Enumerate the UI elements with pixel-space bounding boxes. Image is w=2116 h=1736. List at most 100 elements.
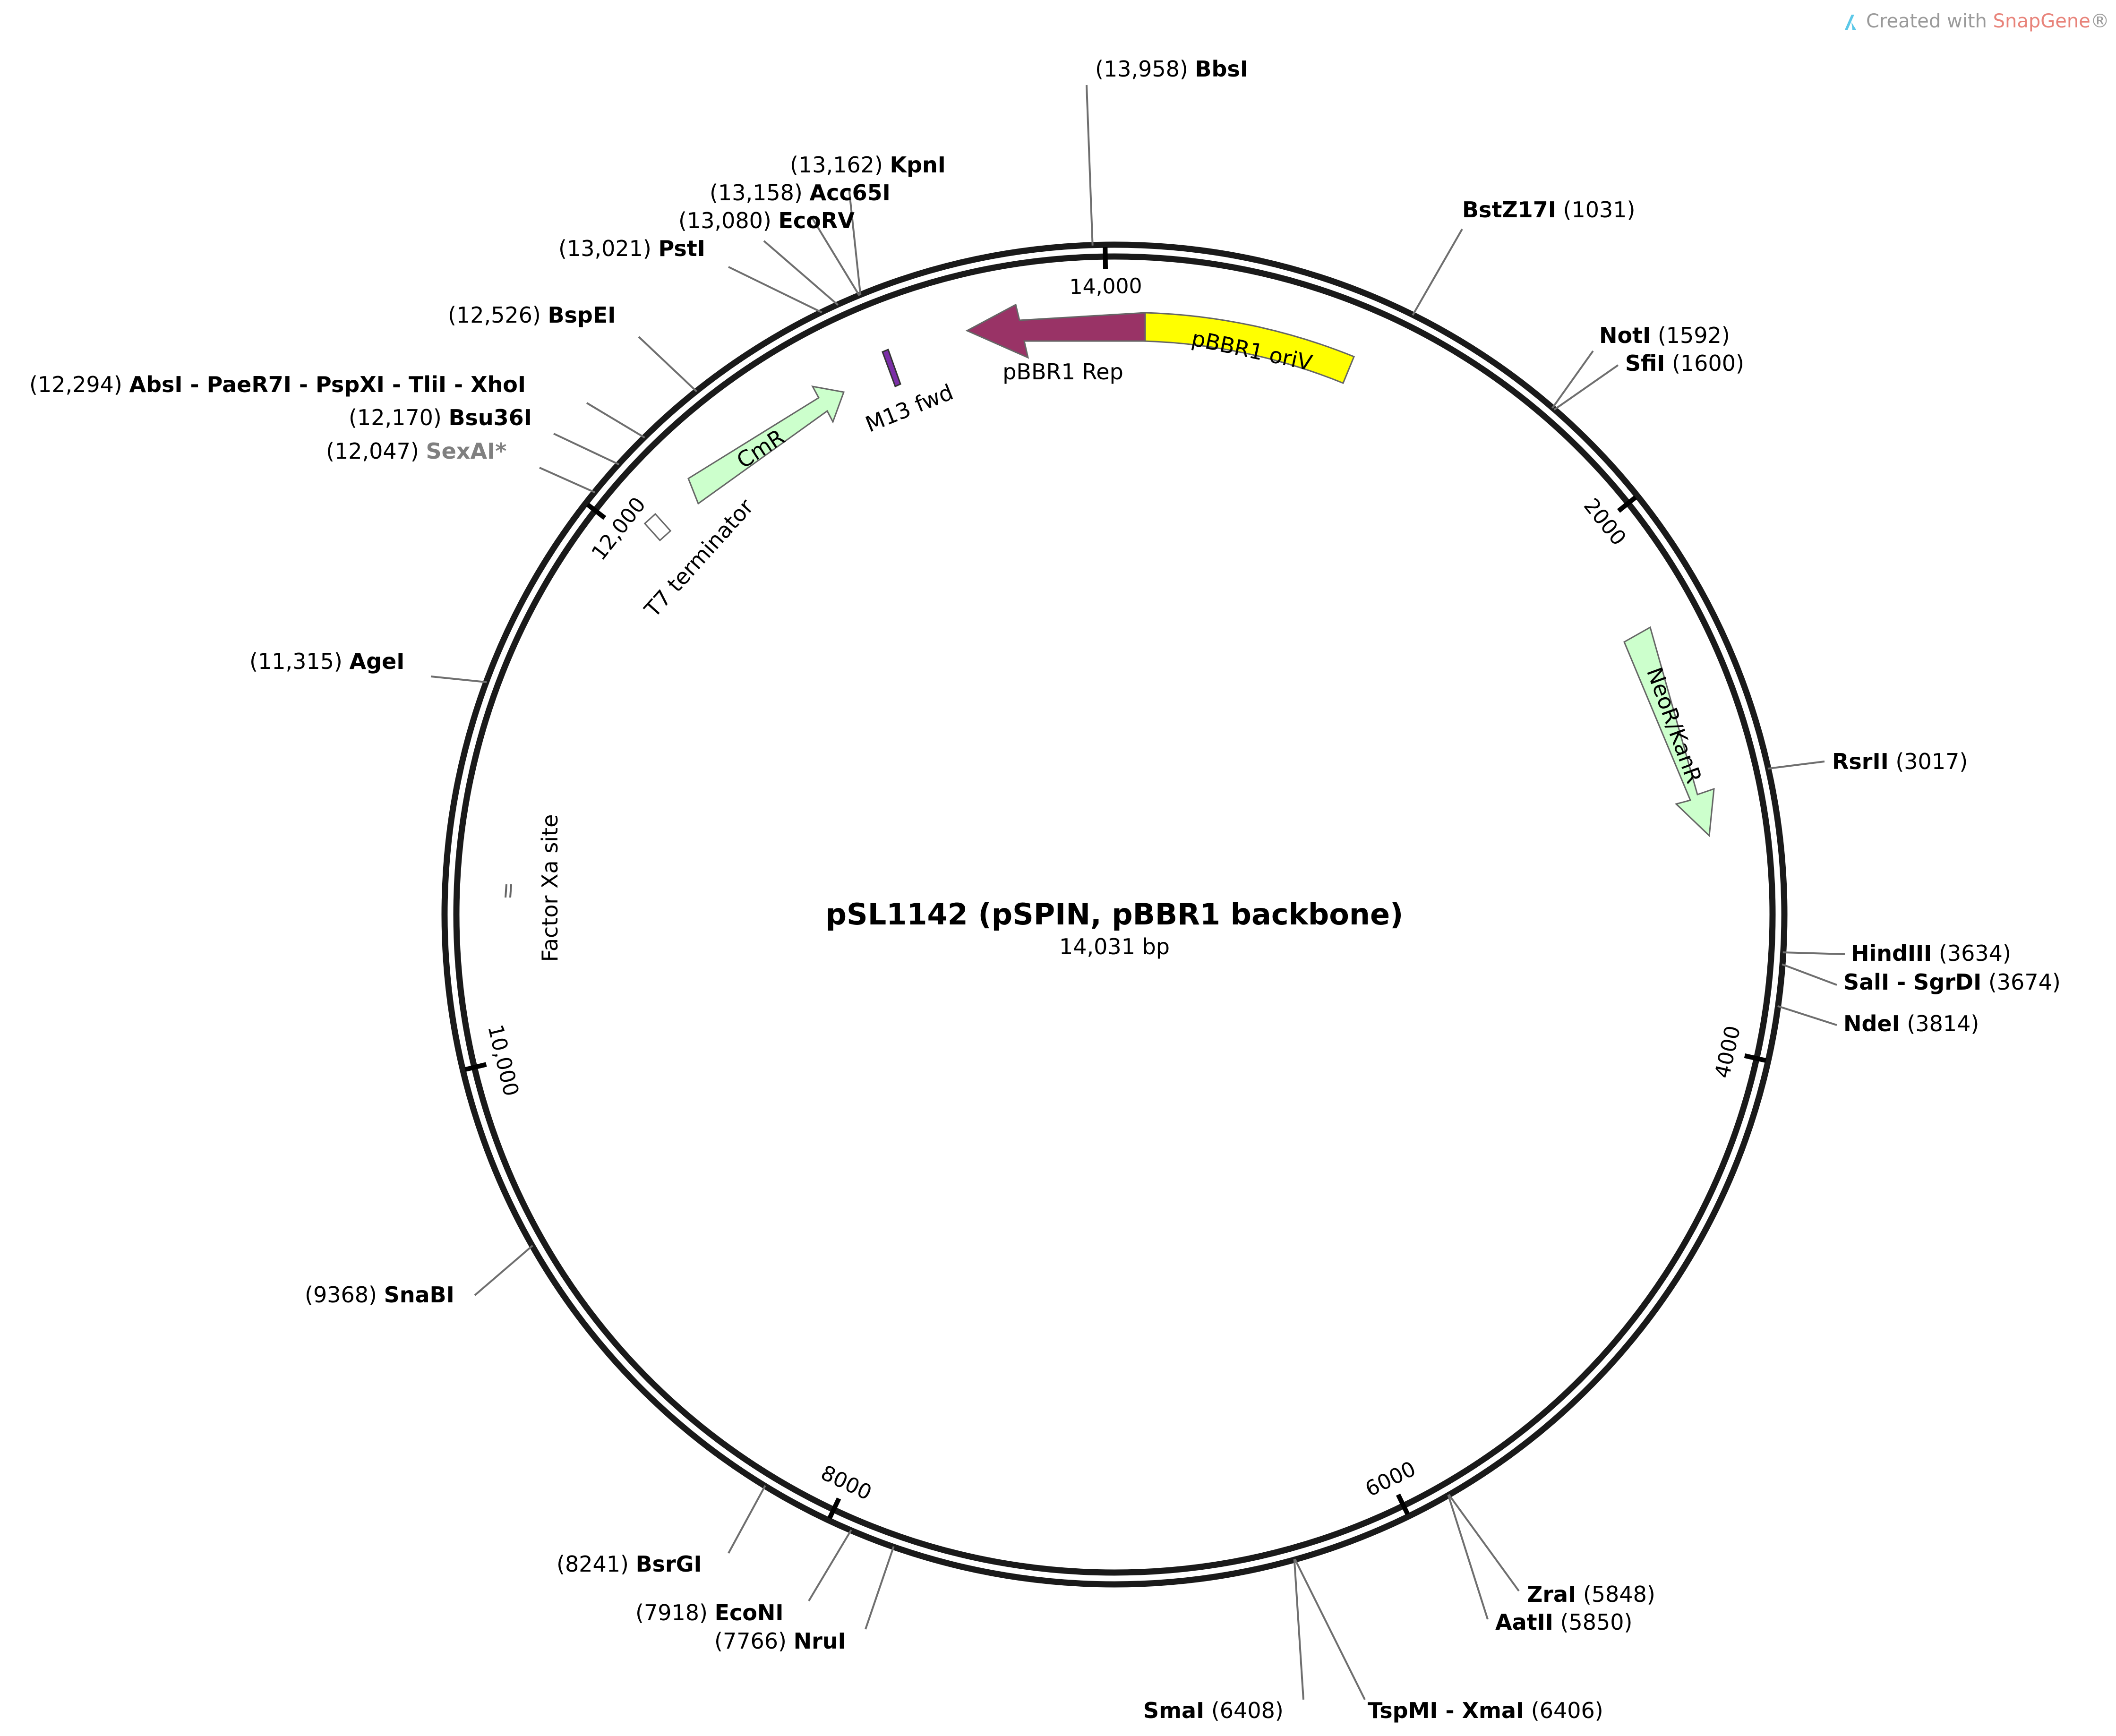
site-label: NdeI (3814): [1843, 1011, 1979, 1036]
plasmid-size: 14,031 bp: [1059, 934, 1170, 959]
site-position: (13,958): [1095, 56, 1195, 82]
plasmid-title: pSL1142 (pSPIN, pBBR1 backbone): [826, 897, 1404, 932]
site-enzyme: TspMI - XmaI: [1368, 1698, 1524, 1723]
feature-t7-terminator[interactable]: [643, 513, 672, 541]
site-enzyme: Acc65I: [809, 180, 890, 205]
feature-label-neor-kanr: NeoR/KanR: [1642, 664, 1707, 787]
site-position: (8241): [557, 1551, 636, 1577]
site-position: (13,158): [710, 180, 809, 205]
site-leader-line: [1551, 350, 1594, 409]
site-enzyme: NotI: [1599, 323, 1651, 348]
site-enzyme: KpnI: [890, 152, 945, 178]
site-label: (13,162) KpnI: [790, 152, 946, 178]
site-ecorv[interactable]: (13,080) EcoRV: [678, 208, 855, 306]
site-acc65i[interactable]: (13,158) Acc65I: [710, 180, 891, 296]
tick-mark: [1396, 1493, 1410, 1515]
site-leader-line: [1767, 761, 1825, 770]
site-bbsi[interactable]: (13,958) BbsI: [1086, 56, 1248, 246]
site-leader-line: [1447, 1494, 1489, 1620]
site-sali[interactable]: SalI - SgrDI (3674): [1782, 963, 2061, 995]
site-position: (13,162): [790, 152, 890, 178]
site-enzyme: ZraI: [1527, 1582, 1576, 1607]
tick-mark: [1744, 1053, 1766, 1063]
feature-pbbr1-rep[interactable]: [965, 303, 1146, 359]
site-enzyme: SfiI: [1625, 351, 1665, 376]
site-zrai[interactable]: ZraI (5848): [1448, 1494, 1655, 1607]
site-leader-line: [474, 1245, 533, 1296]
site-leader-line: [728, 266, 822, 314]
feature-pbbr1-oriv[interactable]: [1142, 312, 1355, 384]
site-noti[interactable]: NotI (1592): [1551, 323, 1730, 409]
site-bsu36i[interactable]: (12,170) Bsu36I: [349, 405, 619, 466]
site-position: (12,170): [349, 405, 448, 430]
site-aatii[interactable]: AatII (5850): [1447, 1494, 1632, 1635]
feature-factor-xa-site[interactable]: [505, 884, 512, 898]
site-enzyme: BbsI: [1195, 56, 1248, 82]
site-enzyme: HindIII: [1851, 941, 1932, 966]
site-rsrii[interactable]: RsrII (3017): [1767, 749, 1968, 774]
feature-cmr[interactable]: [687, 385, 845, 505]
tick-mark: [1617, 495, 1637, 513]
site-leader-line: [810, 215, 860, 296]
site-snabi[interactable]: (9368) SnaBI: [305, 1245, 533, 1308]
site-label: (9368) SnaBI: [305, 1282, 454, 1308]
site-sfii[interactable]: SfiI (1600): [1553, 351, 1744, 411]
site-enzyme: AatII: [1495, 1609, 1553, 1635]
site-label: TspMI - XmaI (6406): [1368, 1698, 1603, 1723]
site-leader-line: [865, 1546, 895, 1630]
site-kpni[interactable]: (13,162) KpnI: [790, 152, 946, 296]
site-absi[interactable]: (12,294) AbsI - PaeR7I - PspXI - TliI - …: [29, 372, 645, 439]
site-ndei[interactable]: NdeI (3814): [1777, 1005, 1979, 1036]
site-bsrgi[interactable]: (8241) BsrGI: [557, 1485, 766, 1577]
site-sexai[interactable]: (12,047) SexAI*: [326, 438, 596, 494]
site-leader-line: [430, 676, 487, 684]
site-nrui[interactable]: (7766) NruI: [714, 1546, 895, 1654]
site-smai[interactable]: SmaI (6408): [1143, 1559, 1304, 1723]
site-bstz17i[interactable]: BstZ17I (1031): [1412, 197, 1636, 316]
site-bspei[interactable]: (12,526) BspEI: [448, 302, 698, 393]
site-hindiii[interactable]: HindIII (3634): [1782, 941, 2011, 966]
branding: Created with SnapGene®: [1845, 10, 2109, 32]
feature-neor-kanr[interactable]: [1623, 626, 1715, 838]
site-label: SfiI (1600): [1625, 351, 1744, 376]
snapgene-logo-icon: [1845, 15, 1856, 30]
feature-m13-fwd[interactable]: [882, 349, 901, 388]
site-position: (5850): [1553, 1609, 1633, 1635]
site-label: (13,080) EcoRV: [678, 208, 855, 233]
site-label: RsrII (3017): [1832, 749, 1968, 774]
site-label: (11,315) AgeI: [249, 649, 404, 674]
branding-text: Created with SnapGene®: [1866, 10, 2109, 32]
site-enzyme: SexAI*: [426, 438, 506, 464]
site-enzyme: RsrII: [1832, 749, 1889, 774]
site-label: (13,021) PstI: [558, 236, 705, 261]
site-position: (6406): [1524, 1698, 1603, 1723]
tick-label: 14,000: [1069, 274, 1142, 299]
tick-label: 2000: [1579, 494, 1631, 550]
site-label: (13,958) BbsI: [1095, 56, 1248, 82]
site-leader-line: [539, 467, 596, 494]
backbone-inner-strand: [453, 253, 1776, 1576]
site-leader-line: [1086, 85, 1094, 246]
backbone: [441, 241, 1788, 1588]
site-leader-line: [1293, 1559, 1304, 1700]
backbone-outer-strand: [441, 241, 1788, 1588]
tick-label: 6000: [1362, 1457, 1420, 1502]
site-leader-line: [638, 336, 698, 393]
site-label: NotI (1592): [1599, 323, 1730, 348]
site-label: (12,294) AbsI - PaeR7I - PspXI - TliI - …: [29, 372, 526, 397]
site-position: (7918): [635, 1600, 715, 1625]
site-econi[interactable]: (7918) EcoNI: [635, 1529, 852, 1625]
feature-label-m13-fwd: M13 fwd: [862, 379, 957, 437]
site-position: (12,294): [29, 372, 129, 397]
site-label: HindIII (3634): [1851, 941, 2011, 966]
site-leader-line: [848, 188, 862, 296]
site-psti[interactable]: (13,021) PstI: [558, 236, 822, 314]
site-agei[interactable]: (11,315) AgeI: [249, 649, 487, 684]
site-leader-line: [763, 240, 839, 306]
site-label: (13,158) Acc65I: [710, 180, 891, 205]
site-tspmi[interactable]: TspMI - XmaI (6406): [1294, 1558, 1603, 1723]
site-label: AatII (5850): [1495, 1609, 1632, 1635]
site-position: (3634): [1932, 941, 2011, 966]
tick-mark: [827, 1497, 841, 1520]
site-enzyme: NruI: [794, 1628, 846, 1654]
